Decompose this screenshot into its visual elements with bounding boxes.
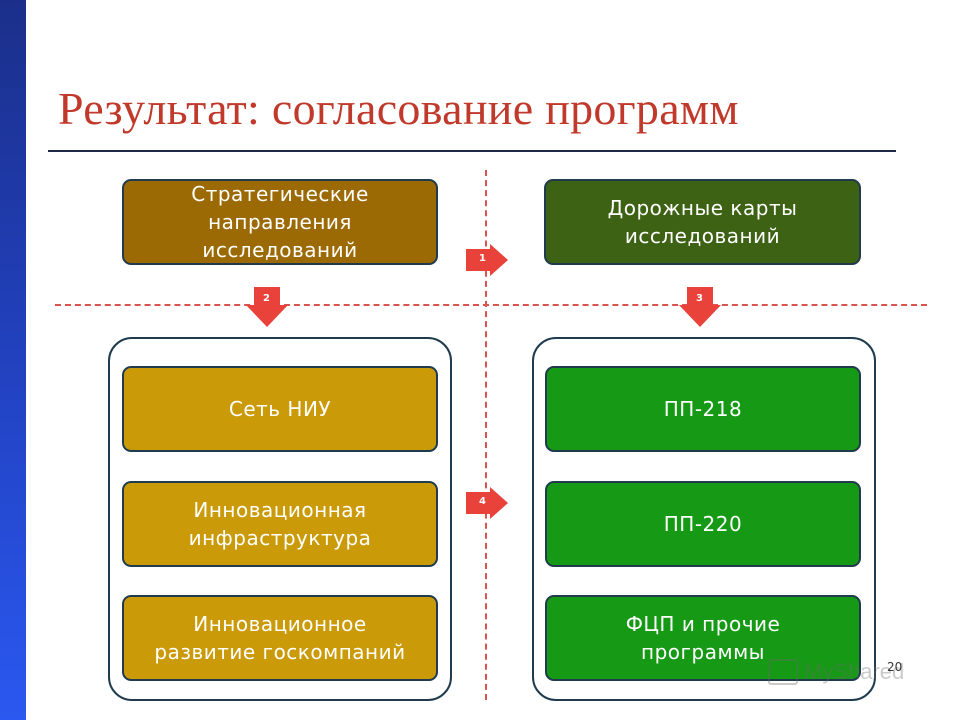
left-group-item-niu-network: Сеть НИУ <box>122 366 438 452</box>
arrow-1-label: 1 <box>479 253 486 264</box>
arrow-2-down-icon: 2 <box>246 287 288 327</box>
arrow-1-right-icon: 1 <box>466 244 510 276</box>
research-roadmaps-box: Дорожные карты исследований <box>544 179 861 265</box>
arrow-3-down-icon: 3 <box>679 287 721 327</box>
right-program-group <box>532 337 876 701</box>
sidebar-gradient-bar <box>0 0 26 720</box>
title-underline <box>48 150 896 152</box>
vertical-dashed-divider <box>485 170 487 700</box>
left-program-group <box>108 337 452 701</box>
right-group-item-pp-218: ПП-218 <box>545 366 861 452</box>
arrow-4-label: 4 <box>479 496 486 507</box>
left-group-item-state-companies: Инновационное развитие госкомпаний <box>122 595 438 681</box>
arrow-4-right-icon: 4 <box>466 487 510 519</box>
left-group-item-innovation-infrastructure: Инновационная инфраструктура <box>122 481 438 567</box>
right-group-item-fcp-programs: ФЦП и прочие программы <box>545 595 861 681</box>
slide-number: 20 <box>887 660 903 674</box>
cart-icon <box>768 659 798 686</box>
myshared-watermark: MyShared <box>768 658 918 692</box>
slide-title: Результат: согласование программ <box>58 83 739 134</box>
arrow-3-label: 3 <box>696 293 703 304</box>
watermark-text: MyShared <box>804 659 905 685</box>
right-group-item-pp-220: ПП-220 <box>545 481 861 567</box>
horizontal-dashed-divider <box>55 304 927 306</box>
strategic-directions-box: Стратегические направления исследований <box>122 179 438 265</box>
arrow-2-label: 2 <box>263 293 270 304</box>
